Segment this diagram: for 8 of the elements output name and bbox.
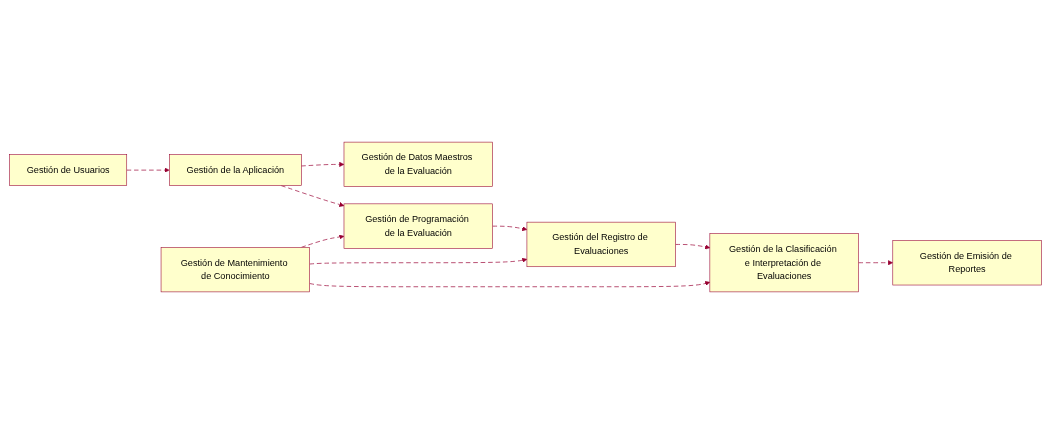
node-box: Gestión de Datos Maestros de la Evaluación (343, 141, 493, 187)
node-box: Gestión de Mantenimiento de Conocimiento (160, 247, 310, 293)
node-box: Gestión de Usuarios (9, 154, 128, 186)
node-box: Gestión del Registro de Evaluaciones (526, 221, 676, 268)
node-box: Gestión de Emisión de Reportes (892, 240, 1042, 286)
node-box: Gestión de Programación de la Evaluación (343, 203, 493, 249)
node-box: Gestión de la Clasificación e Interpretación de Evaluaciones (709, 233, 859, 293)
node-box: Gestión de la Aplicación (169, 154, 302, 186)
